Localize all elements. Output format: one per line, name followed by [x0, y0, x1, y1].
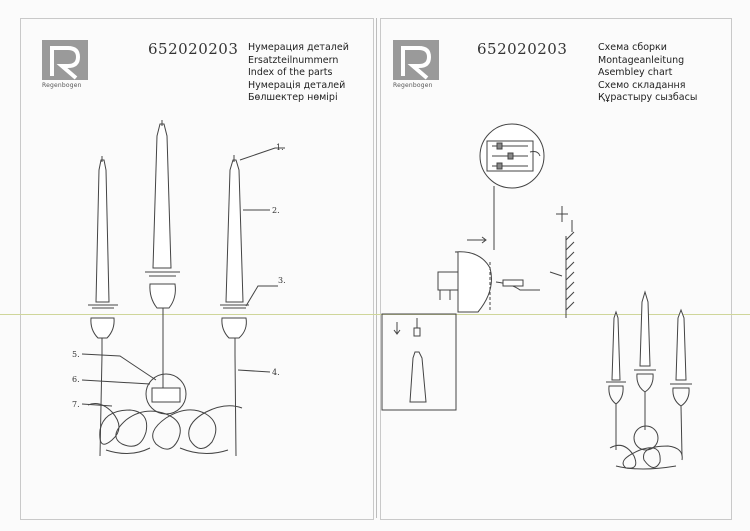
candle-right [225, 159, 244, 303]
left-page-frame [20, 18, 374, 520]
assembly-titles: Схема сборки Montageanleitung Asembley c… [598, 42, 697, 105]
cup-right [221, 317, 247, 339]
callout-4: 4. [272, 368, 280, 377]
swirl-base [87, 403, 243, 450]
brand-logo-icon [393, 40, 439, 86]
right-page-frame [380, 18, 732, 520]
bulb-inset [381, 313, 457, 411]
title-de: Ersatzteilnummern [248, 54, 339, 66]
brand-logo-icon [42, 40, 88, 86]
title-uk: Схемо складання [598, 79, 686, 91]
title-uk: Нумерація деталей [248, 79, 346, 91]
brand-logo-caption: Regenbogen [393, 82, 433, 89]
screw-icon [556, 206, 568, 222]
arrow-icon [467, 236, 487, 244]
callout-2: 2. [272, 206, 280, 215]
mount-box [151, 387, 181, 403]
callout-7: 7. [72, 400, 80, 409]
title-de: Montageanleitung [598, 54, 685, 66]
title-ru: Нумерация деталей [248, 42, 349, 53]
scan-guide-line [0, 314, 750, 315]
title-en: Index of the parts [248, 67, 333, 78]
article-code: 652020203 [477, 40, 568, 58]
title-ru: Схема сборки [598, 42, 667, 53]
callout-1: 1. [276, 143, 284, 152]
page-fold [376, 18, 377, 518]
candle-center [152, 123, 172, 269]
candle-left [95, 159, 110, 303]
title-kk: Құрастыру сызбасы [598, 92, 698, 103]
junction-box [437, 271, 461, 291]
down-arrow-icon [393, 322, 401, 335]
cup-center [149, 283, 176, 309]
callout-3: 3. [278, 276, 286, 285]
bulb-icon [413, 318, 421, 337]
callout-6: 6. [72, 375, 80, 384]
article-code: 652020203 [148, 40, 239, 58]
parts-index-titles: Нумерация деталей Ersatzteilnummern Inde… [248, 42, 349, 105]
title-kk: Бөлшектер нөмірі [248, 92, 338, 103]
brand-logo-caption: Regenbogen [42, 82, 82, 89]
title-en: Asembley chart [598, 67, 673, 78]
cup-left [90, 317, 115, 339]
callout-5: 5. [72, 350, 80, 359]
